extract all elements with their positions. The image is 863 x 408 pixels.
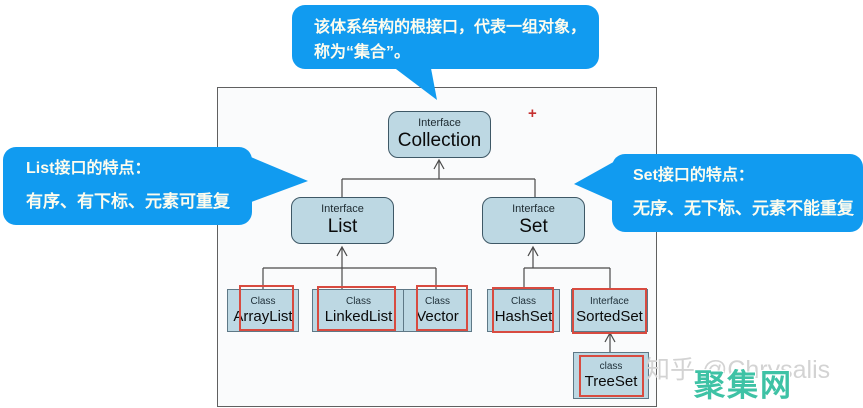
node-sortedset: Interface SortedSet <box>571 289 648 332</box>
connector-set-children <box>523 248 611 289</box>
highlight-box-sortedset <box>572 288 647 334</box>
node-set: Interface Set <box>482 197 585 244</box>
node-hashset-stereotype: Class <box>510 296 536 307</box>
callout-list-title: List接口的特点： <box>26 160 151 177</box>
highlight-box-hashset <box>492 287 554 333</box>
watermark-site: 聚集网 <box>694 368 793 403</box>
highlight-box-vector <box>416 285 468 331</box>
arrowhead-set <box>527 245 539 257</box>
node-collection-stereotype: Interface <box>418 117 461 129</box>
node-linkedlist-name: LinkedList <box>324 308 393 325</box>
node-sortedset-name: SortedSet <box>576 308 643 325</box>
callout-set-body: 无序、无下标、元素不能重复 <box>633 199 854 218</box>
node-treeset-stereotype: class <box>599 361 623 372</box>
node-set-name: Set <box>519 216 548 237</box>
node-linkedlist-stereotype: Class <box>345 296 371 307</box>
callout-list: List接口的特点： 有序、有下标、元素可重复 <box>3 147 252 225</box>
callout-list-body: 有序、有下标、元素可重复 <box>26 192 230 211</box>
node-arraylist-stereotype: Class <box>250 296 276 307</box>
callout-collection-line1: 该体系结构的根接口，代表一组对象， <box>314 19 587 36</box>
node-hashset-name: HashSet <box>494 308 553 325</box>
watermark-zhihu: 知乎 @Chrysalis <box>645 356 831 384</box>
node-vector-stereotype: Class <box>424 296 450 307</box>
highlight-box-linkedlist <box>317 286 396 331</box>
node-arraylist-name: ArrayList <box>233 308 293 325</box>
callout-collection-line2: 称为“集合”。 <box>314 44 411 61</box>
node-list: Interface List <box>291 197 394 244</box>
node-sortedset-stereotype: Interface <box>590 296 629 307</box>
callout-set: Set接口的特点： 无序、无下标、元素不能重复 <box>612 154 863 232</box>
node-vector: Class Vector <box>403 289 472 332</box>
node-linkedlist: Class LinkedList <box>312 289 405 332</box>
highlight-box-arraylist <box>239 285 294 331</box>
plus-mark: + <box>528 105 537 122</box>
node-set-stereotype: Interface <box>512 203 555 215</box>
node-vector-name: Vector <box>416 308 459 325</box>
node-hashset: Class HashSet <box>487 289 560 332</box>
highlight-box-treeset <box>579 355 644 397</box>
arrowhead-collection <box>433 158 445 170</box>
node-list-stereotype: Interface <box>321 203 364 215</box>
node-list-name: List <box>327 216 358 237</box>
callout-collection: 该体系结构的根接口，代表一组对象， 称为“集合”。 <box>292 5 599 69</box>
connector-collection-children <box>341 161 536 197</box>
node-treeset: class TreeSet <box>573 352 649 399</box>
connector-list-children <box>262 248 437 289</box>
node-collection: Interface Collection <box>388 111 491 158</box>
callout-set-title: Set接口的特点： <box>633 167 754 184</box>
node-collection-name: Collection <box>397 130 482 151</box>
arrowhead-list <box>336 245 348 257</box>
node-treeset-name: TreeSet <box>584 373 638 390</box>
